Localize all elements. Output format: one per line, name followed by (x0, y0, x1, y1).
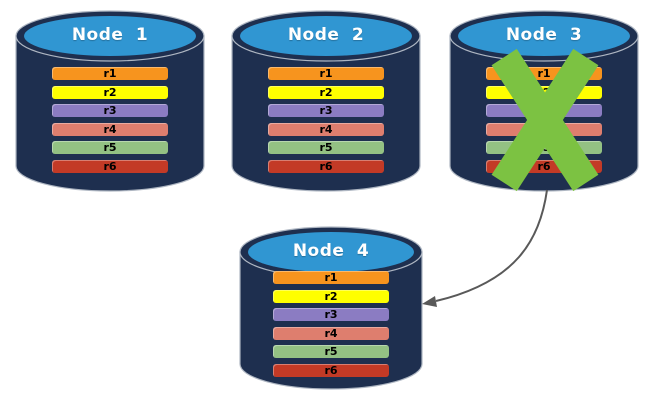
replica-label: r2 (103, 85, 117, 99)
node-title: Node 1 (71, 25, 149, 45)
replica-label: r4 (324, 326, 338, 340)
replica-label: r5 (103, 141, 117, 154)
replica-label: r1 (537, 67, 551, 80)
replica-bar: r5 (52, 141, 168, 154)
replica-stack: r1 r2 r3 r4 r5 r6 (52, 67, 168, 173)
replica-bar: r5 (273, 345, 389, 358)
node-3: Node 3 r1 r2 r3 r4 r5 r6 (448, 6, 640, 192)
replica-bar: r2 (52, 85, 168, 99)
node-title: Node 3 (505, 25, 583, 45)
replica-label: r3 (319, 104, 333, 117)
replica-label: r6 (537, 159, 551, 173)
node-2: Node 2 r1 r2 r3 r4 r5 r6 (230, 6, 422, 192)
replica-bar: r1 (52, 67, 168, 80)
replica-label: r6 (319, 159, 333, 173)
replica-bar: r4 (273, 326, 389, 340)
replica-label: r5 (324, 345, 338, 358)
replica-label: r1 (319, 67, 333, 80)
replica-bar: r1 (273, 271, 389, 284)
replica-bar: r6 (273, 363, 389, 377)
cylinder-top-ellipse (248, 232, 414, 272)
replica-label: r3 (103, 104, 117, 117)
replica-bar: r6 (268, 159, 384, 173)
replica-label: r4 (103, 122, 117, 136)
replica-label: r2 (319, 85, 333, 99)
replica-stack: r1 r2 r3 r4 r5 r6 (273, 271, 389, 377)
node-title: Node 4 (292, 241, 370, 261)
replica-label: r1 (103, 67, 117, 80)
replica-bar: r3 (52, 104, 168, 117)
cylinder-top-ellipse (458, 16, 630, 56)
replica-bar: r1 (268, 67, 384, 80)
replica-bar: r2 (273, 289, 389, 303)
replica-bar: r4 (52, 122, 168, 136)
replica-bar: r2 (268, 85, 384, 99)
replica-bar: r6 (52, 159, 168, 173)
replica-label: r3 (324, 308, 338, 321)
replica-label: r6 (103, 159, 117, 173)
replica-label: r5 (319, 141, 333, 154)
replica-bar: r4 (268, 122, 384, 136)
node-4: Node 4 r1 r2 r3 r4 r5 r6 (238, 222, 424, 390)
replica-bar: r3 (273, 308, 389, 321)
replica-bar: r3 (268, 104, 384, 117)
replica-label: r1 (324, 271, 338, 284)
replica-label: r6 (324, 363, 338, 377)
arrow-curve (435, 189, 548, 302)
replica-bar: r5 (268, 141, 384, 154)
node-1: Node 1 r1 r2 r3 r4 r5 r6 (14, 6, 206, 192)
cylinder-top-ellipse (24, 16, 196, 56)
cylinder-top-ellipse (240, 16, 412, 56)
node-title: Node 2 (287, 25, 365, 45)
replica-label: r4 (319, 122, 333, 136)
replica-label: r2 (324, 289, 338, 303)
arrowhead-icon (422, 296, 437, 307)
replica-stack: r1 r2 r3 r4 r5 r6 (268, 67, 384, 173)
